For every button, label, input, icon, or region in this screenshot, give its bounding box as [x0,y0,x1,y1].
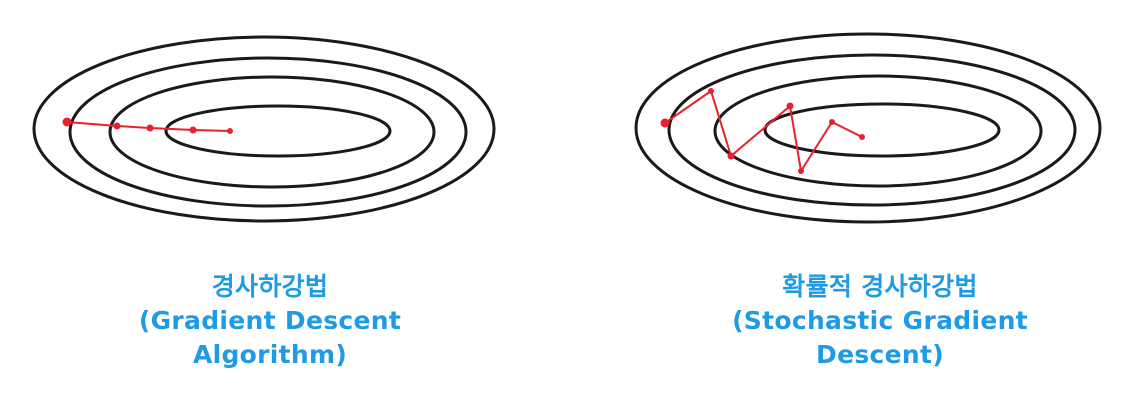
sgd-step-point [829,119,835,125]
gd-step-point [146,124,154,132]
sgd-step-point [798,168,804,174]
gd-caption: 경사하강법 (Gradient Descent Algorithm) [60,270,480,372]
sgd-contour-2 [713,74,1043,188]
sgd-path [660,88,865,174]
gd-step-point [227,128,233,134]
sgd-path-line [664,89,863,174]
sgd-step-point [859,134,865,140]
gd-contour-map [32,35,496,223]
gd-contour-outer [32,35,496,223]
sgd-caption-english-2: Descent) [816,340,944,369]
gd-contour-2 [108,75,436,189]
sgd-contour-3 [667,53,1077,207]
sgd-caption-korean: 확률적 경사하강법 [782,272,978,301]
sgd-step-point [727,152,735,160]
sgd-step-point [660,118,670,128]
sgd-step-point [708,88,714,94]
sgd-contour-inner [763,102,1001,158]
sgd-contour-outer [634,32,1102,224]
gd-caption-korean: 경사하강법 [211,272,329,301]
gd-step-point [189,126,197,134]
gd-caption-english: (Gradient Descent Algorithm) [138,306,402,369]
sgd-contour-map [634,32,1102,224]
gd-contour-3 [68,56,468,208]
sgd-caption: 확률적 경사하강법 (Stochastic Gradient Descent) [660,270,1100,372]
gd-contour-inner [164,104,392,158]
sgd-step-point [786,102,794,110]
gd-step-point [113,122,121,130]
gd-path [62,117,233,134]
sgd-caption-english-1: (Stochastic Gradient [732,306,1028,335]
gd-step-point [62,117,72,127]
